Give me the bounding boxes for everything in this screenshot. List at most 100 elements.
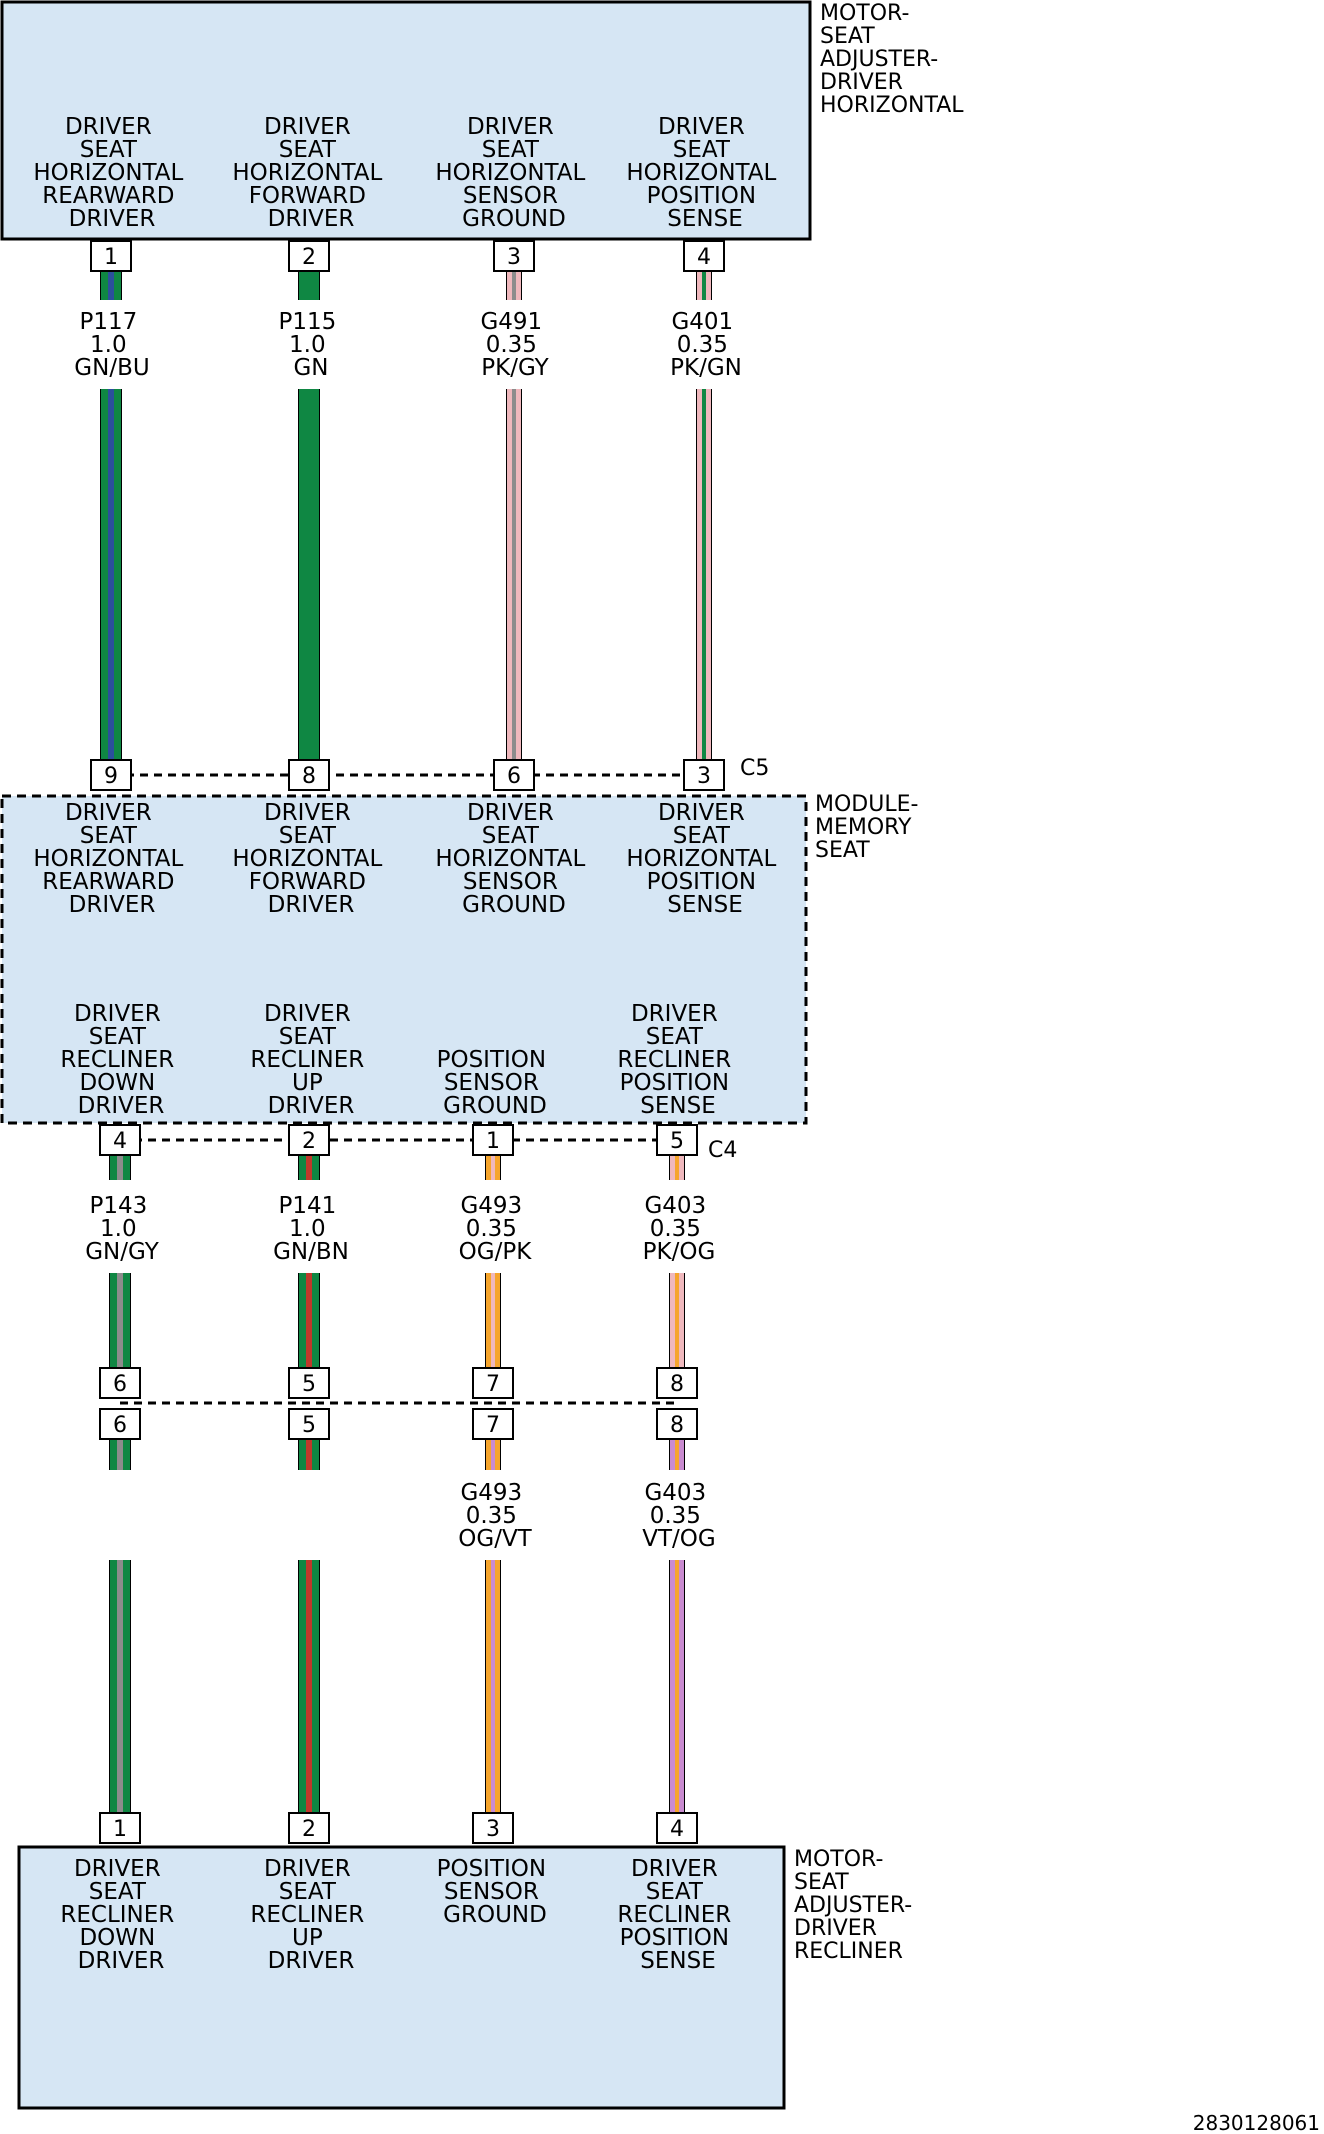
component-name: MOTOR- SEAT ADJUSTER- DRIVER RECLINER <box>794 1847 919 1964</box>
document-id: 2830128061 <box>1193 2111 1320 2134</box>
wire-stripe <box>491 1273 495 1368</box>
wire-label: P143 1.0 GN/GY <box>85 1193 159 1265</box>
circuit-label: POSITION SENSOR GROUND <box>437 1047 554 1119</box>
pin-number: 5 <box>302 1413 316 1438</box>
pin-number: 3 <box>697 764 711 789</box>
connector-c5-label: C5 <box>740 756 769 781</box>
wire-label: P141 1.0 GN/BN <box>273 1193 349 1265</box>
pin-box <box>656 1367 698 1399</box>
pin-number: 3 <box>486 1817 500 1842</box>
pin-box <box>288 1408 330 1440</box>
wire-stripe <box>117 1155 123 1180</box>
pin-box <box>683 240 725 272</box>
wire-stripe <box>491 1155 495 1180</box>
recliner-motor-pins <box>99 1812 698 1844</box>
wire-upper <box>299 271 319 300</box>
pin-box <box>90 759 132 791</box>
pin-box <box>683 759 725 791</box>
pin-box <box>493 240 535 272</box>
pin-number: 4 <box>113 1129 127 1154</box>
pin-number: 2 <box>302 1129 316 1154</box>
pin-number: 6 <box>113 1372 127 1397</box>
wire-stripe <box>675 1273 679 1368</box>
pin-number: 1 <box>104 245 118 270</box>
circuit-label: DRIVER SEAT HORIZONTAL REARWARD DRIVER <box>33 800 190 918</box>
circuit-label: DRIVER SEAT HORIZONTAL POSITION SENSE <box>626 800 783 918</box>
memory-module-box <box>0 794 808 1125</box>
wire-stripe <box>512 389 516 760</box>
pin-box <box>288 759 330 791</box>
pin-number: 8 <box>670 1413 684 1438</box>
wire-stripe <box>306 1155 312 1180</box>
circuit-label: DRIVER SEAT RECLINER POSITION SENSE <box>617 1001 738 1119</box>
pin-box <box>472 1367 514 1399</box>
circuit-label: DRIVER SEAT RECLINER UP DRIVER <box>250 1001 371 1119</box>
pin-box <box>288 240 330 272</box>
circuit-label: DRIVER SEAT RECLINER POSITION SENSE <box>617 1856 738 1974</box>
wire-stripe <box>108 389 114 760</box>
pin-number: 7 <box>486 1372 500 1397</box>
circuit-label: DRIVER SEAT HORIZONTAL SENSOR GROUND <box>435 114 592 232</box>
pin-number: 1 <box>486 1129 500 1154</box>
wire-stripe <box>512 271 516 300</box>
pin-number: 4 <box>697 245 711 270</box>
pin-number: 2 <box>302 1817 316 1842</box>
wire-stripe <box>306 1273 312 1368</box>
wire-label: P115 1.0 GN <box>278 309 343 381</box>
circuit-label: POSITION SENSOR GROUND <box>437 1856 554 1928</box>
pin-number: 3 <box>507 245 521 270</box>
pin-box <box>99 1367 141 1399</box>
horizontal-motor-pins <box>90 240 725 272</box>
pin-box <box>472 1812 514 1844</box>
pin-box <box>656 1124 698 1156</box>
inline-connector-upper-pins <box>99 1367 698 1399</box>
wire-stripe <box>675 1560 679 1813</box>
pin-box <box>90 240 132 272</box>
wires-layer <box>100 271 712 1813</box>
pin-number: 6 <box>507 764 521 789</box>
connector-c5-pins <box>90 759 725 791</box>
pin-box <box>99 1812 141 1844</box>
pin-box <box>472 1408 514 1440</box>
circuit-label: DRIVER SEAT HORIZONTAL REARWARD DRIVER <box>33 114 190 232</box>
circuit-label: DRIVER SEAT HORIZONTAL SENSOR GROUND <box>435 800 592 918</box>
pin-box <box>656 1408 698 1440</box>
recliner-motor-box <box>17 1845 786 2110</box>
circuit-label: DRIVER SEAT HORIZONTAL POSITION SENSE <box>626 114 783 232</box>
pin-number: 4 <box>670 1817 684 1842</box>
pin-number: 1 <box>113 1817 127 1842</box>
pin-number: 8 <box>670 1372 684 1397</box>
wire-stripe <box>117 1560 123 1813</box>
wire-stripe <box>702 271 706 300</box>
circuit-label: DRIVER SEAT RECLINER UP DRIVER <box>250 1856 371 1974</box>
connector-c4-pins <box>99 1124 698 1156</box>
pin-box <box>493 759 535 791</box>
wire-stripe <box>702 389 706 760</box>
wire-stripe <box>675 1155 679 1180</box>
wire-label: G403 0.35 VT/OG <box>642 1480 715 1552</box>
wire-upper <box>299 389 319 760</box>
wire-stripe <box>117 1439 123 1470</box>
pin-box <box>656 1812 698 1844</box>
component-name: MOTOR- SEAT ADJUSTER- DRIVER HORIZONTAL <box>820 1 964 118</box>
connector-c4-label: C4 <box>708 1138 737 1163</box>
circuit-label: DRIVER SEAT RECLINER DOWN DRIVER <box>60 1856 181 1974</box>
wire-label: G403 0.35 PK/OG <box>643 1193 716 1265</box>
pin-box <box>288 1812 330 1844</box>
component-name: MODULE- MEMORY SEAT <box>815 792 925 863</box>
pin-box <box>288 1124 330 1156</box>
pin-number: 7 <box>486 1413 500 1438</box>
pin-number: 5 <box>670 1129 684 1154</box>
wire-label: P117 1.0 GN/BU <box>74 309 149 381</box>
pin-box <box>288 1367 330 1399</box>
circuit-label: DRIVER SEAT HORIZONTAL FORWARD DRIVER <box>232 800 389 918</box>
horizontal-motor-box <box>0 0 812 241</box>
wire-stripe <box>491 1439 495 1470</box>
pin-box <box>472 1124 514 1156</box>
pin-box <box>99 1408 141 1440</box>
pin-number: 8 <box>302 764 316 789</box>
wire-stripe <box>306 1439 312 1470</box>
pin-number: 6 <box>113 1413 127 1438</box>
